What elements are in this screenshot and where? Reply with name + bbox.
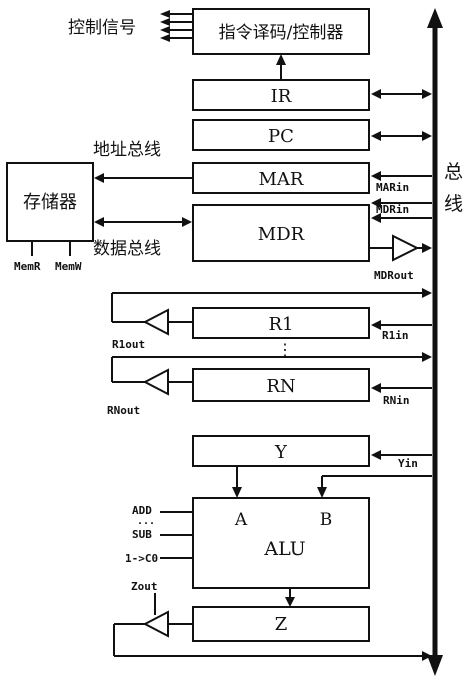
pc-label: PC — [268, 126, 294, 147]
alu-input-a: A — [234, 510, 248, 530]
rn-label: RN — [266, 376, 295, 397]
bus-label-char-2: 线 — [444, 193, 463, 215]
alu-op-dots: ... — [137, 516, 155, 527]
r1-bus-loop — [111, 288, 432, 336]
rn-bus-loop — [111, 352, 432, 396]
memory-box — [6, 162, 94, 242]
y-label: Y — [274, 442, 288, 463]
address-bus-wire — [94, 173, 193, 183]
alu-to-z — [285, 588, 295, 607]
bus-arrow-down — [427, 655, 443, 676]
bus-to-alu-b — [317, 475, 432, 498]
mdr-label: MDR — [258, 224, 305, 245]
control-signal-arrows — [160, 10, 193, 42]
register-ellipsis: ⋮ — [277, 340, 293, 359]
ir-to-controller-arrow — [276, 54, 286, 65]
ir-bus-link — [371, 89, 432, 99]
mar-in-signal: MARin — [376, 181, 409, 194]
pc-bus-link — [371, 131, 432, 141]
alu-label: ALU — [263, 538, 305, 560]
rn-out-signal: RNout — [107, 404, 140, 417]
alu-input-b: B — [320, 510, 333, 530]
r1-out-signal: R1out — [112, 338, 145, 351]
data-bus-label: 数据总线 — [93, 239, 161, 259]
bus-label-char-1: 总 — [444, 161, 463, 183]
z-out-loop — [113, 593, 432, 661]
mar-bus-input — [371, 171, 432, 181]
controller-label: 指令译码/控制器 — [219, 23, 344, 43]
alu-op-add: ADD — [132, 504, 152, 517]
address-bus-label: 地址总线 — [93, 140, 161, 160]
control-signals-label: 控制信号 — [68, 18, 136, 38]
mdr-register — [192, 204, 370, 262]
mem-write-signal: MemW — [55, 260, 82, 273]
mem-read-signal: MemR — [14, 260, 41, 273]
bus-arrow-up — [427, 8, 443, 28]
y-in-signal: Yin — [398, 457, 418, 470]
r1-register — [192, 307, 370, 339]
mdr-out-buffer — [369, 234, 432, 262]
alu-op-carry: 1->C0 — [125, 552, 158, 565]
mdr-in-signal: MDRin — [376, 203, 409, 216]
ir-label: IR — [271, 86, 292, 107]
mar-register — [192, 162, 370, 194]
y-bus-input — [371, 450, 432, 460]
r1-in-signal: R1in — [382, 329, 409, 342]
ir-register — [192, 79, 370, 111]
y-register — [192, 435, 370, 467]
mar-label: MAR — [259, 169, 304, 190]
pc-register — [192, 119, 370, 151]
memory-label: 存储器 — [23, 192, 77, 213]
mdr-bus-input — [371, 198, 432, 223]
alu-box — [192, 497, 370, 589]
alu-op-lines — [160, 511, 193, 559]
rn-in-signal: RNin — [383, 394, 410, 407]
r1-label: R1 — [268, 314, 293, 335]
system-bus — [427, 8, 443, 676]
mdr-out-signal: MDRout — [374, 269, 414, 282]
rn-register — [192, 368, 370, 402]
rn-bus-input — [371, 383, 432, 393]
r1-bus-input — [371, 320, 432, 330]
y-to-alu-a — [232, 466, 242, 498]
z-label: Z — [275, 614, 288, 635]
alu-op-sub: SUB — [132, 528, 152, 541]
z-out-signal: Zout — [131, 580, 158, 593]
data-bus-wire — [94, 217, 192, 227]
